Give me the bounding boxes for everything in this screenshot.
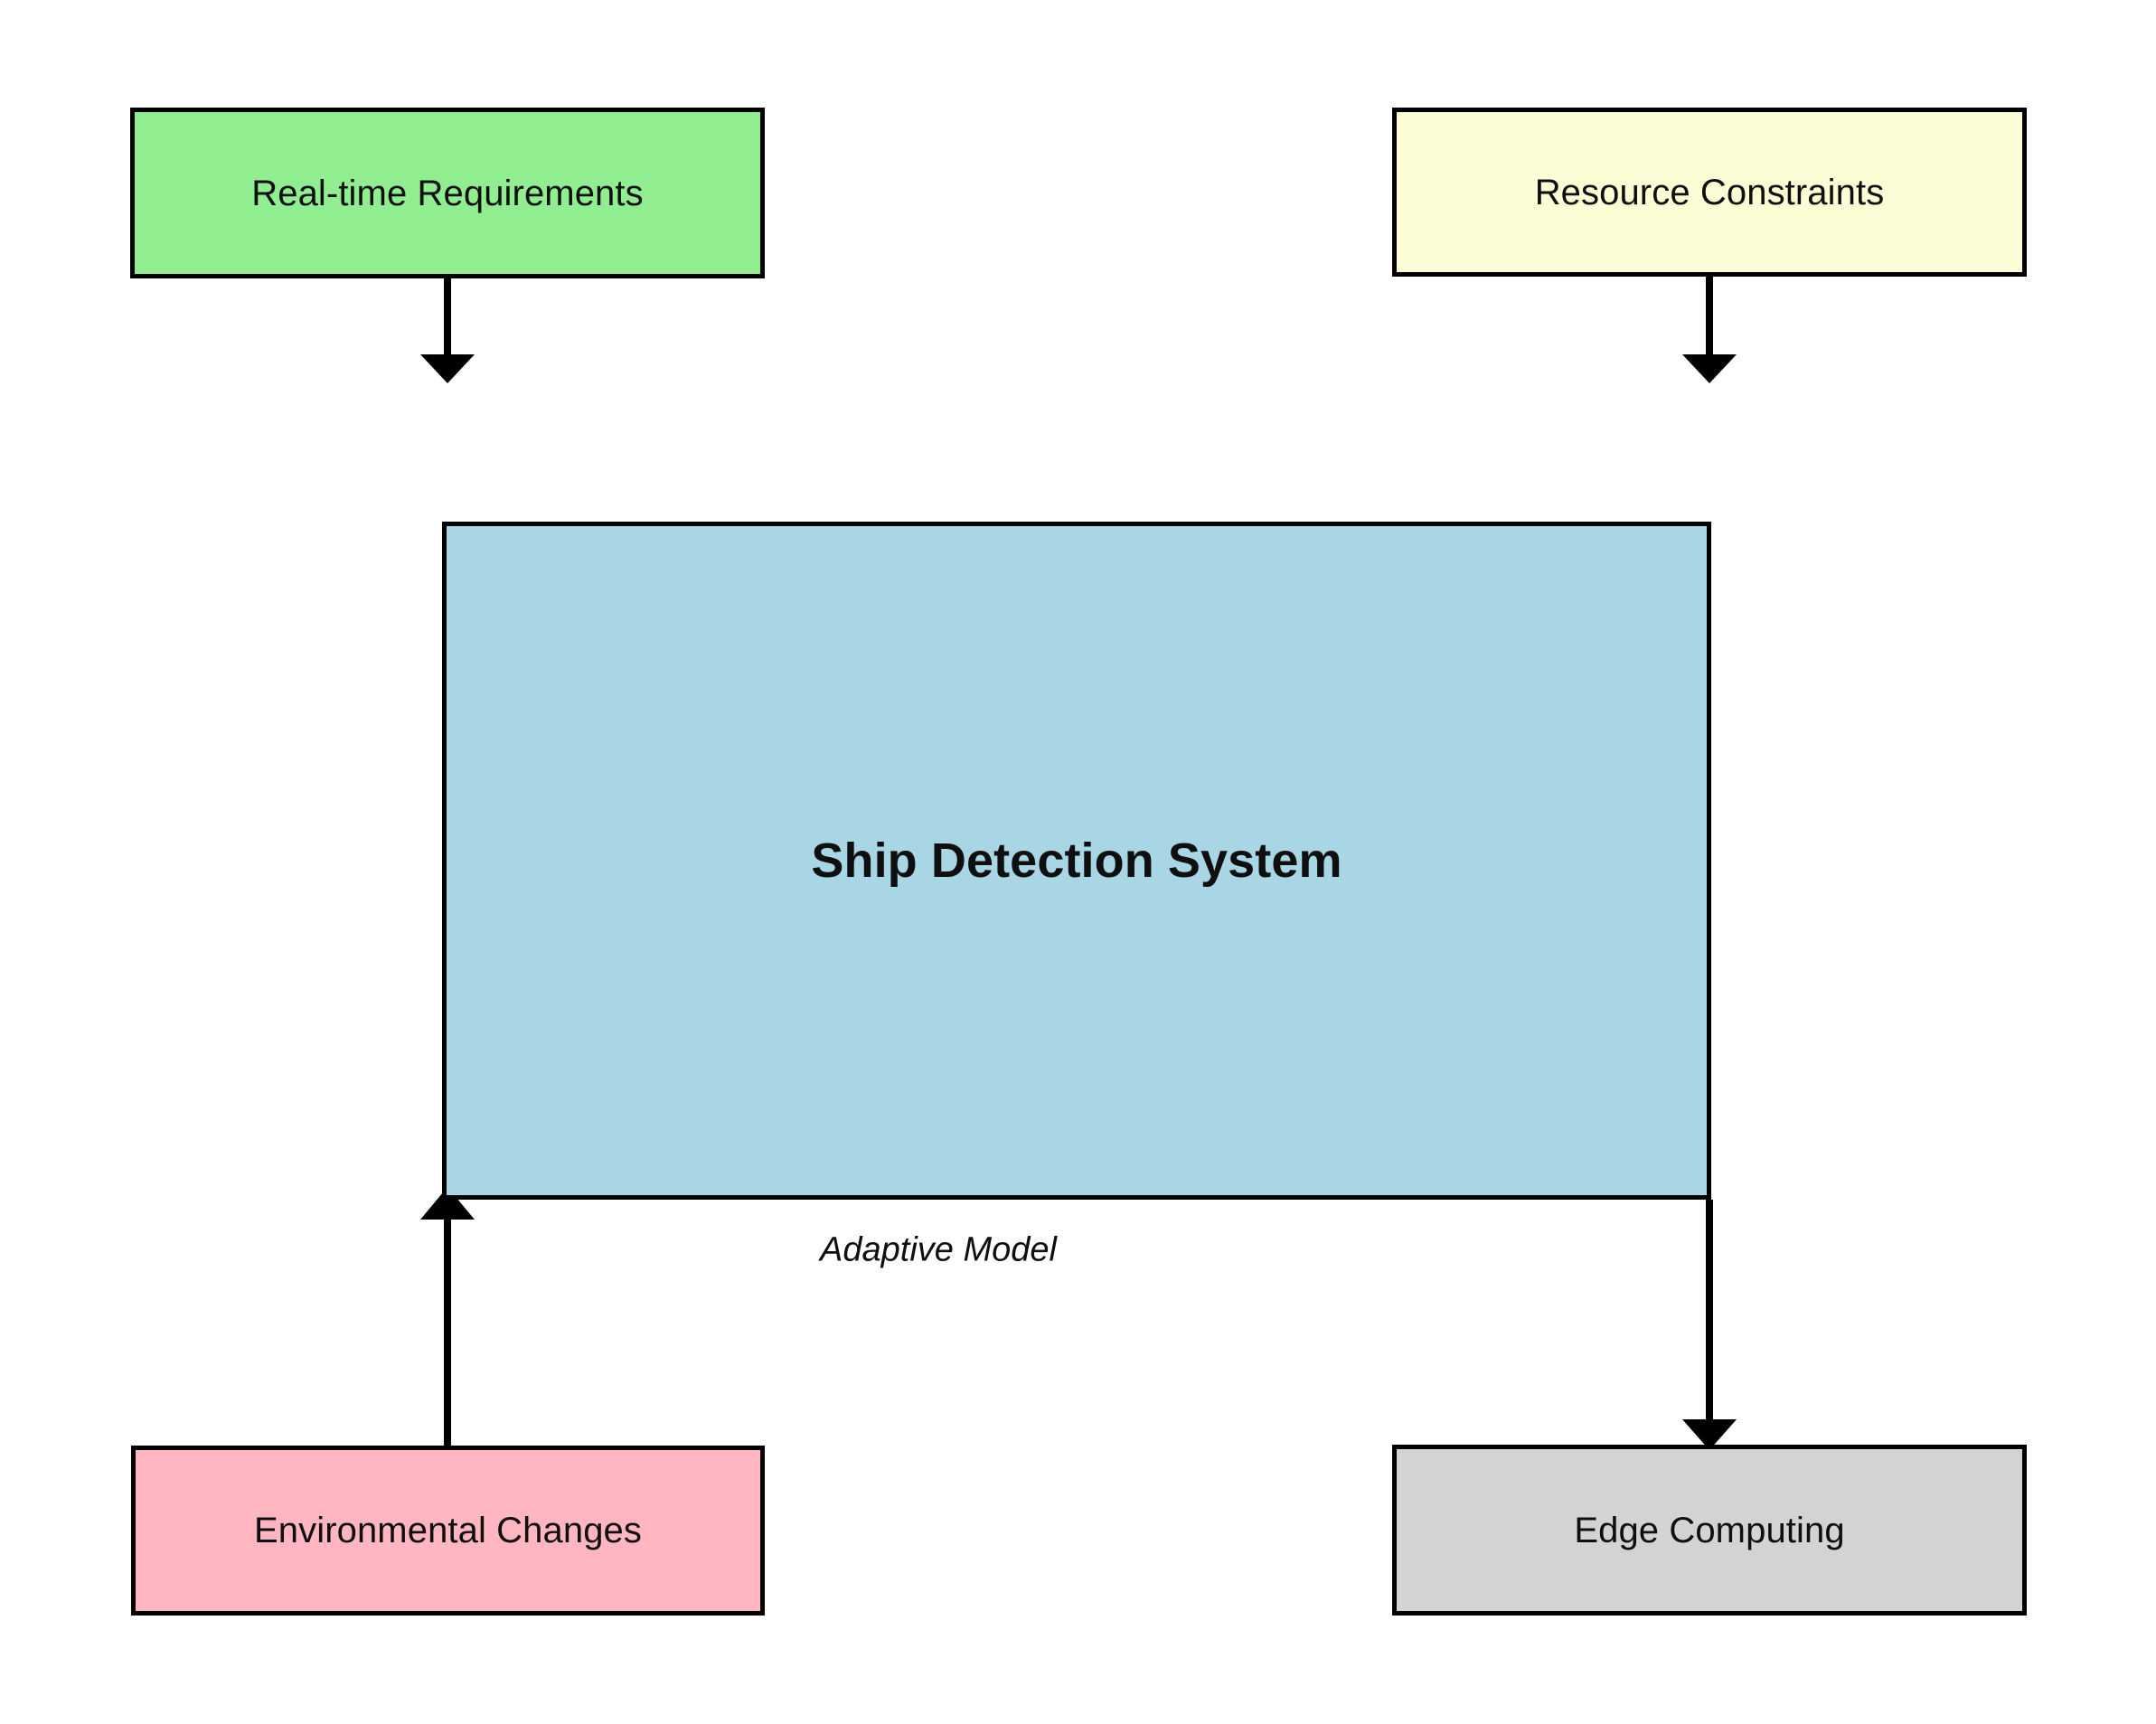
node-real-time-requirements[interactable]: Real-time Requirements: [130, 108, 765, 278]
node-label-ship-detection-system: Ship Detection System: [811, 833, 1342, 888]
node-label-edge-computing: Edge Computing: [1574, 1510, 1845, 1550]
edge-environmental-changes-arrow: [420, 1187, 475, 1446]
arrowhead-down-icon: [420, 354, 475, 383]
arrowhead-down-icon: [1682, 354, 1737, 383]
node-label-resource-constraints: Resource Constraints: [1534, 172, 1885, 212]
arrowhead-down-icon: [1682, 1419, 1737, 1450]
arrowhead-up-icon: [420, 1187, 475, 1220]
node-label-real-time-requirements: Real-time Requirements: [251, 173, 644, 213]
node-label-environmental-changes: Environmental Changes: [253, 1511, 642, 1550]
node-ship-detection-system[interactable]: Ship Detection System: [442, 522, 1711, 1200]
edge-label-adaptive-model: Adaptive Model: [813, 1229, 1064, 1272]
edge-system-to-edge-computing-arrow: [1682, 1200, 1737, 1450]
node-edge-computing[interactable]: Edge Computing: [1392, 1445, 2027, 1616]
node-resource-constraints[interactable]: Resource Constraints: [1392, 108, 2027, 277]
node-environmental-changes[interactable]: Environmental Changes: [131, 1446, 765, 1616]
edge-realtime-requirements-arrow: [420, 278, 475, 383]
edge-resource-constraints-arrow: [1682, 277, 1737, 383]
